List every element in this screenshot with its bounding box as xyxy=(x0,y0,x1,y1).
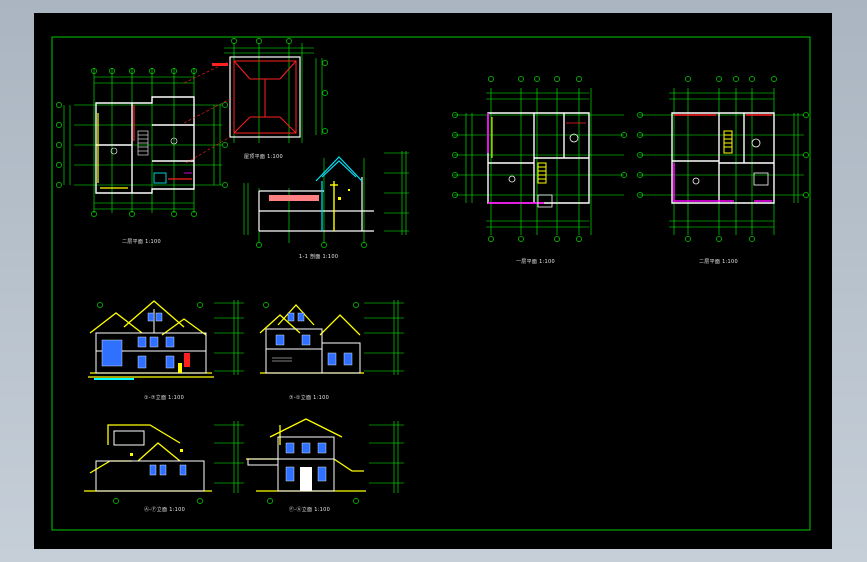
elevation-back xyxy=(259,300,404,375)
caption-elev-back: ⑦-①立面 1:100 xyxy=(289,395,330,401)
elevation-front xyxy=(88,300,244,380)
caption-elev-side-b: Ⓕ-Ⓐ立面 1:100 xyxy=(289,507,331,513)
section-1-1 xyxy=(243,151,409,248)
roof-plan xyxy=(183,38,328,164)
caption-plan-ground: 一层平面 1:100 xyxy=(516,259,555,265)
sheet-frame xyxy=(51,36,811,531)
plan-ground xyxy=(452,76,627,242)
caption-section: 1-1 剖面 1:100 xyxy=(299,254,339,260)
elevation-side-b xyxy=(246,418,404,504)
cad-drawing xyxy=(51,36,811,531)
caption-elev-front: ①-⑦立面 1:100 xyxy=(144,395,185,401)
drawing-canvas[interactable]: 二层平面 1:100 屋顶平面 1:100 1-1 剖面 1:100 一层平面 … xyxy=(34,13,832,549)
caption-plan-upper: 二层平面 1:100 xyxy=(699,259,738,265)
caption-elev-side-a: Ⓐ-Ⓕ立面 1:100 xyxy=(144,507,186,513)
caption-plan-top-left: 二层平面 1:100 xyxy=(122,239,161,245)
plan-top-left xyxy=(56,68,228,217)
caption-roof-plan: 屋顶平面 1:100 xyxy=(244,154,283,160)
elevation-side-a xyxy=(84,421,244,504)
plan-upper xyxy=(637,76,809,242)
